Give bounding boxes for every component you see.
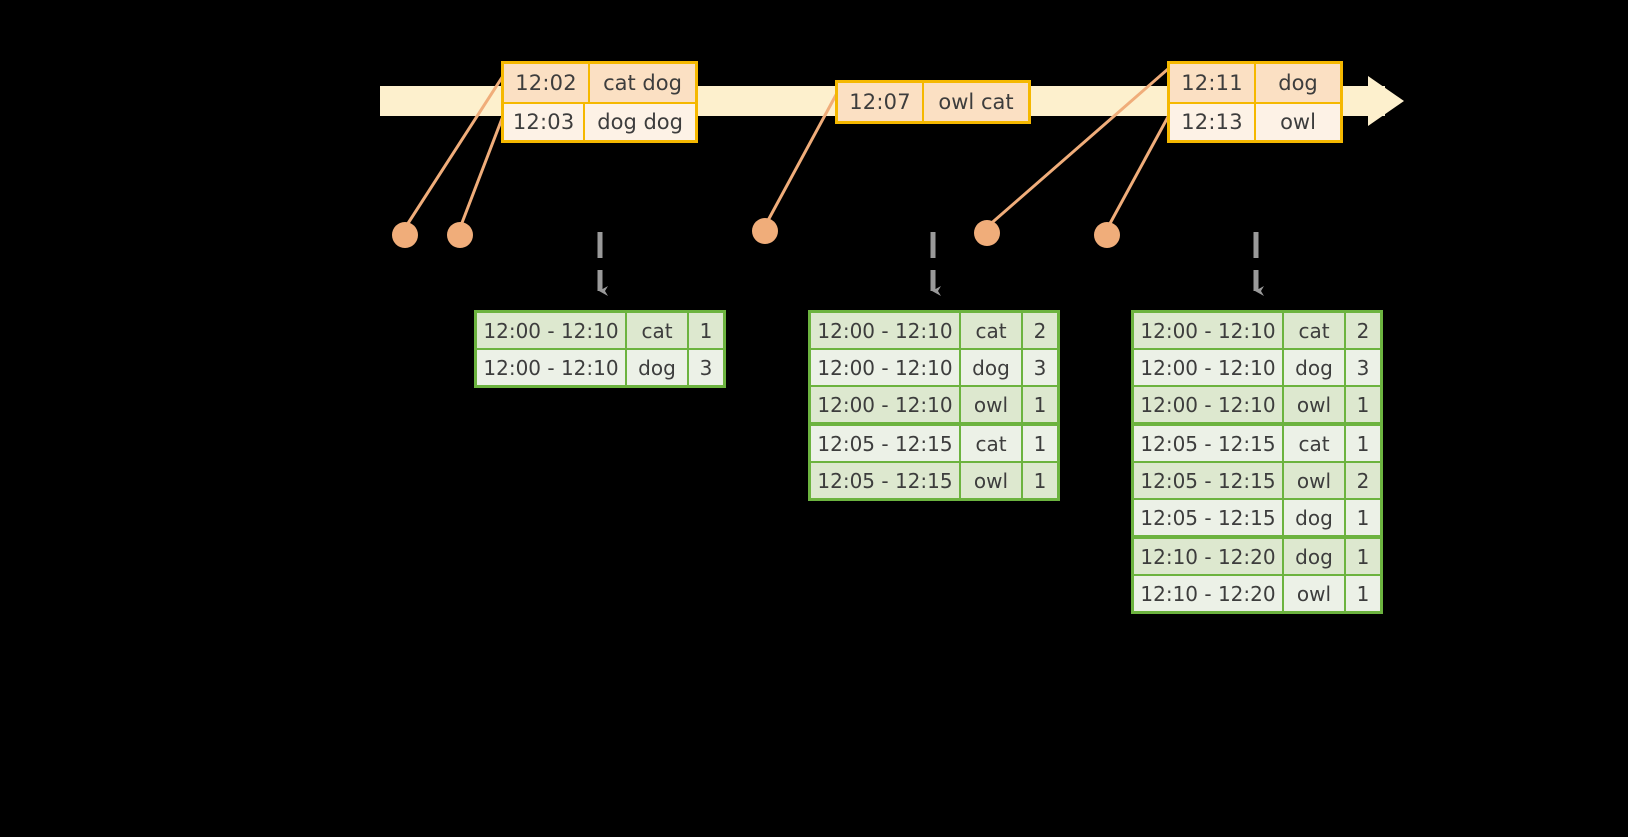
cell-word: dog xyxy=(1284,500,1344,535)
cell-count: 3 xyxy=(689,350,723,385)
cell-count: 1 xyxy=(1346,387,1380,422)
cell-window: 12:00 - 12:10 xyxy=(811,387,959,422)
event-words: dog xyxy=(1278,71,1318,95)
cell-word: dog xyxy=(1284,350,1344,385)
event-box-2[interactable]: 12:07 owl cat xyxy=(835,80,1031,124)
event-words: owl cat xyxy=(938,90,1014,114)
cell-count: 3 xyxy=(1023,350,1057,385)
cell-word: owl xyxy=(1284,387,1344,422)
cell-count: 1 xyxy=(1023,426,1057,461)
cell-count: 1 xyxy=(1346,426,1380,461)
cell-count: 2 xyxy=(1023,313,1057,348)
cell-window: 12:10 - 12:20 xyxy=(1134,539,1282,574)
event-dot-4 xyxy=(974,220,1000,246)
event-row: 12:11 dog xyxy=(1170,64,1340,102)
cell-window: 12:00 - 12:10 xyxy=(811,313,959,348)
cell-count: 1 xyxy=(1023,463,1057,498)
event-row: 12:07 owl cat xyxy=(838,83,1028,121)
cell-count: 3 xyxy=(1346,350,1380,385)
cell-window: 12:05 - 12:15 xyxy=(1134,463,1282,498)
cell-window: 12:00 - 12:10 xyxy=(477,313,625,348)
cell-word: owl xyxy=(961,387,1021,422)
event-row: 12:03 dog dog xyxy=(504,102,695,140)
event-time: 12:11 xyxy=(1170,64,1256,102)
cell-word: owl xyxy=(961,463,1021,498)
cell-window: 12:00 - 12:10 xyxy=(1134,313,1282,348)
cell-window: 12:05 - 12:15 xyxy=(1134,426,1282,461)
event-time: 12:03 xyxy=(504,104,586,140)
event-dot-3 xyxy=(752,218,778,244)
cell-window: 12:00 - 12:10 xyxy=(1134,350,1282,385)
event-dot-1 xyxy=(392,222,418,248)
cell-word: dog xyxy=(961,350,1021,385)
cell-window: 12:05 - 12:15 xyxy=(811,426,959,461)
timeline-arrowhead-icon xyxy=(1368,76,1404,126)
cell-count: 1 xyxy=(1346,500,1380,535)
cell-count: 1 xyxy=(1023,387,1057,422)
cell-window: 12:05 - 12:15 xyxy=(811,463,959,498)
cell-word: dog xyxy=(627,350,687,385)
event-dot-5 xyxy=(1094,222,1120,248)
event-words: cat dog xyxy=(603,71,682,95)
cell-count: 1 xyxy=(1346,539,1380,574)
cell-word: owl xyxy=(1284,576,1344,611)
event-words: owl xyxy=(1280,110,1316,134)
cell-word: cat xyxy=(1284,426,1344,461)
cell-count: 1 xyxy=(1346,576,1380,611)
cell-count: 1 xyxy=(689,313,723,348)
cell-window: 12:00 - 12:10 xyxy=(1134,387,1282,422)
cell-word: cat xyxy=(1284,313,1344,348)
cell-window: 12:10 - 12:20 xyxy=(1134,576,1282,611)
connector-line-5 xyxy=(1105,103,1177,230)
cell-count: 2 xyxy=(1346,313,1380,348)
event-words: dog dog xyxy=(597,110,683,134)
cell-window: 12:00 - 12:10 xyxy=(477,350,625,385)
cell-word: cat xyxy=(627,313,687,348)
cell-count: 2 xyxy=(1346,463,1380,498)
event-row: 12:13 owl xyxy=(1170,102,1340,140)
event-time: 12:02 xyxy=(504,64,590,102)
event-dot-2 xyxy=(447,222,473,248)
cell-word: owl xyxy=(1284,463,1344,498)
cell-word: cat xyxy=(961,313,1021,348)
event-box-1[interactable]: 12:02 cat dog 12:03 dog dog xyxy=(501,61,698,143)
event-row: 12:02 cat dog xyxy=(504,64,695,102)
cell-window: 12:00 - 12:10 xyxy=(811,350,959,385)
cell-window: 12:05 - 12:15 xyxy=(1134,500,1282,535)
event-box-3[interactable]: 12:11 dog 12:13 owl xyxy=(1167,61,1343,143)
event-time: 12:13 xyxy=(1170,104,1256,140)
cell-word: dog xyxy=(1284,539,1344,574)
cell-word: cat xyxy=(961,426,1021,461)
event-time: 12:07 xyxy=(838,83,924,121)
